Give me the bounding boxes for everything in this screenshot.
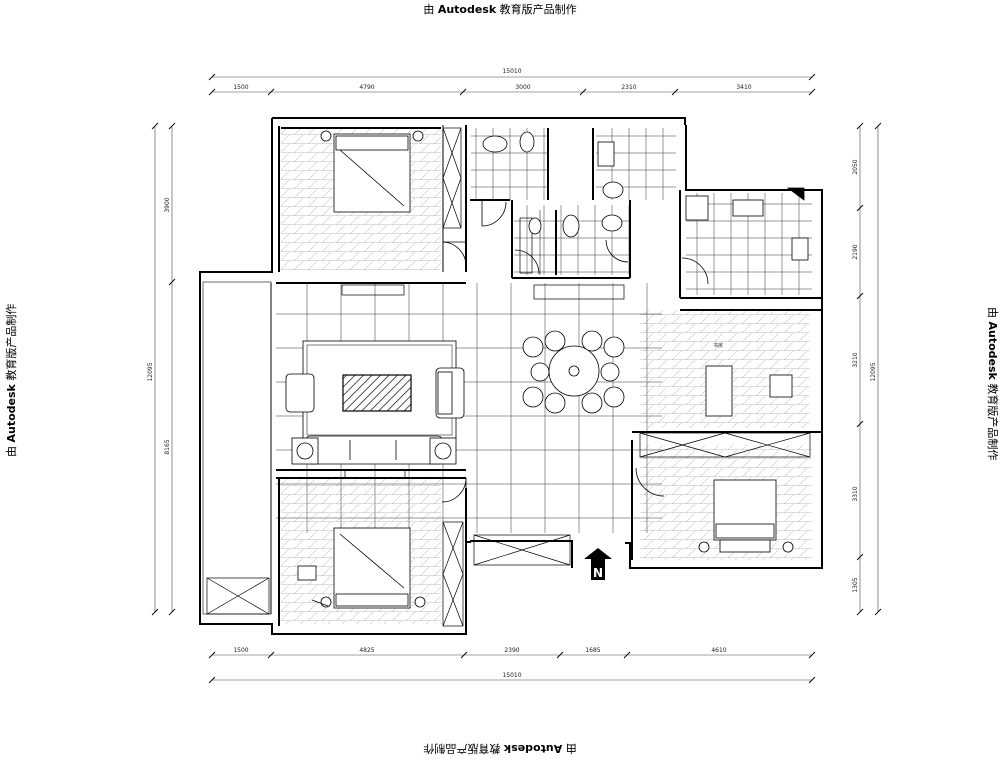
study-label: 书房 (713, 342, 723, 349)
master-bed (333, 133, 411, 213)
dim-top-2: 4790 (359, 84, 374, 91)
dimension-ticks (151, 73, 882, 684)
balcony-floor (202, 281, 272, 615)
dim-right-3: 3210 (852, 352, 859, 367)
south-bed (333, 527, 411, 609)
dim-right-2: 2190 (852, 244, 859, 259)
dim-right-total: 12095 (870, 362, 877, 381)
east-bed (713, 479, 777, 541)
dim-left-1: 3900 (164, 197, 171, 212)
dim-top-5: 3410 (736, 84, 751, 91)
dining-table (548, 345, 600, 397)
watermark-top: 由 Autodesk 教育版产品制作 (423, 3, 577, 16)
sofa-right (435, 367, 465, 419)
dim-bottom-5: 4610 (711, 647, 726, 654)
dim-right-4: 3310 (852, 486, 859, 501)
dimension-lines (154, 76, 879, 681)
sink (791, 237, 809, 261)
dim-left-2: 8165 (164, 439, 171, 454)
dimension-labels: 15010 1500 4790 3000 2310 3410 1500 4825… (147, 68, 877, 679)
stove (732, 199, 764, 217)
dim-bottom-total: 15010 (502, 672, 521, 679)
sofa-left (285, 373, 315, 413)
dim-top-3: 3000 (515, 84, 530, 91)
sofa-main (305, 435, 443, 465)
doors (441, 200, 709, 503)
dim-bottom-3: 2390 (504, 647, 519, 654)
bath-1-floor (471, 128, 547, 200)
dim-right-1: 2050 (852, 159, 859, 174)
entrance-arrow-icon: N (584, 548, 612, 580)
dim-bottom-4: 1685 (585, 647, 600, 654)
study-desk (705, 365, 733, 417)
dim-top-1: 1500 (233, 84, 248, 91)
north-label: N (593, 566, 603, 580)
dim-right-5: 1305 (852, 577, 859, 592)
dim-left-total: 12095 (147, 362, 154, 381)
furniture (285, 130, 809, 609)
wardrobes (206, 127, 811, 627)
coffee-table (342, 374, 412, 412)
dim-bottom-2: 4825 (359, 647, 374, 654)
dim-top-total: 15010 (502, 68, 521, 75)
dim-top-4: 2310 (621, 84, 636, 91)
dim-bottom-1: 1500 (233, 647, 248, 654)
